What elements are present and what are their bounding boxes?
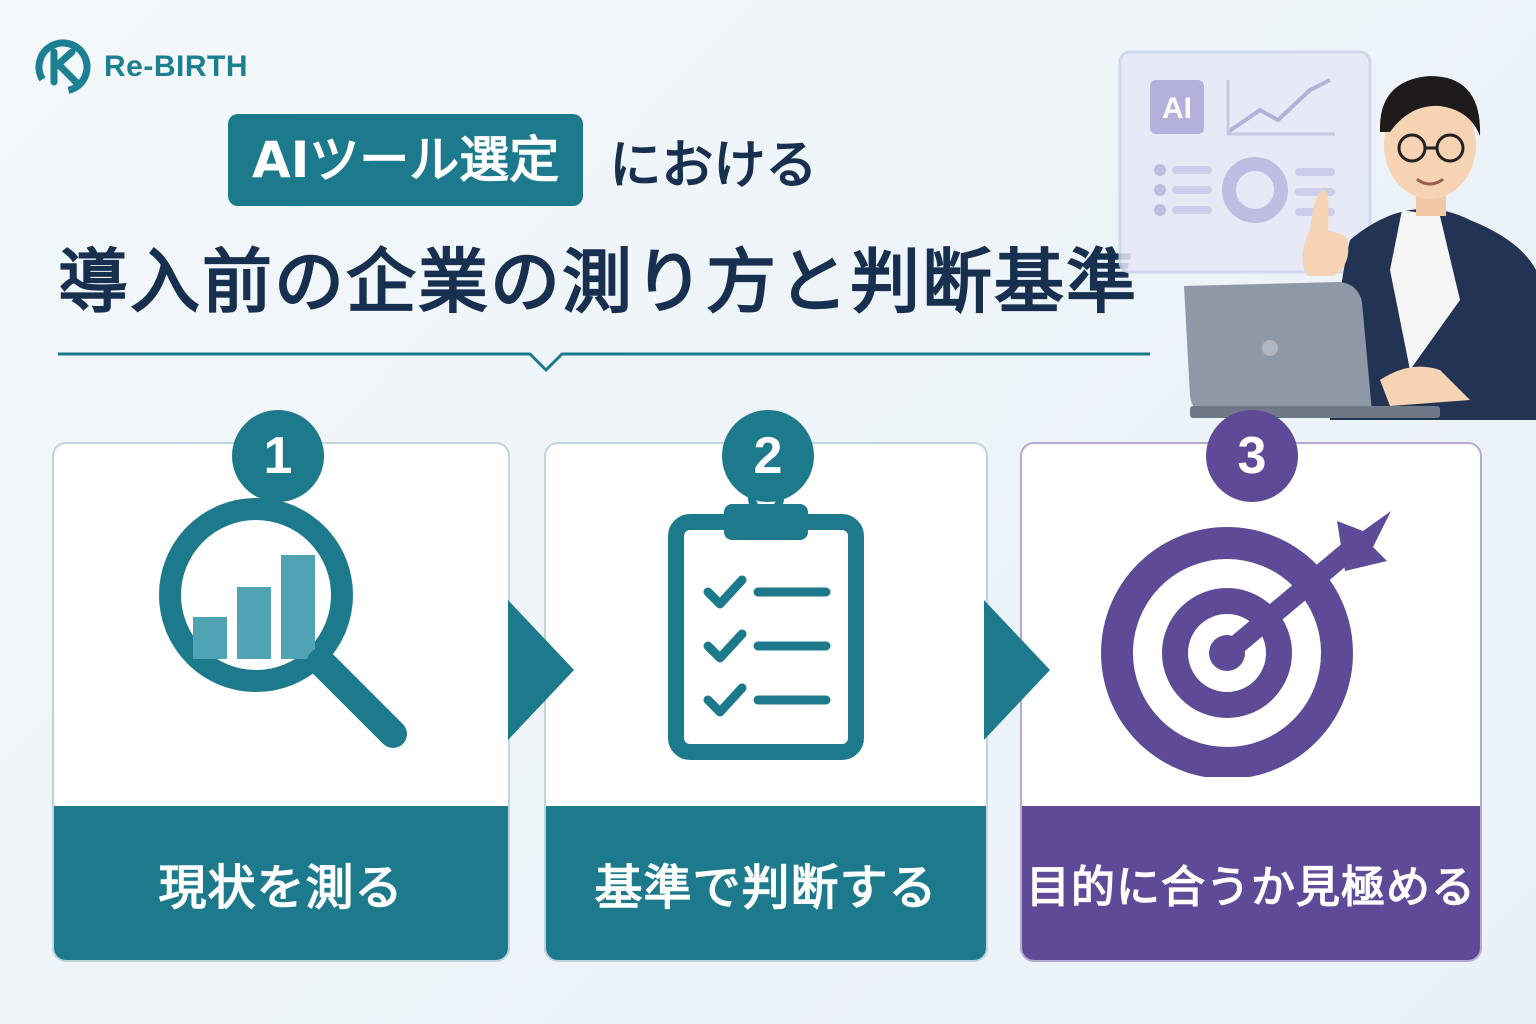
svg-text:AI: AI — [1162, 92, 1192, 125]
brand-name: Re-BIRTH — [104, 50, 248, 83]
title-suffix: における — [609, 135, 818, 196]
ai-dashboard-screen: AI — [1118, 50, 1372, 274]
target-arrow-icon — [1101, 511, 1391, 777]
title-divider — [58, 352, 1150, 373]
title-badge: AIツール選定 — [228, 114, 584, 206]
step-card-2: 基準で判断する — [544, 442, 988, 962]
step-number-2: 2 — [722, 410, 814, 502]
presenter-illustration: AI — [1118, 50, 1536, 420]
step-card-3: 目的に合うか見極める — [1020, 442, 1482, 962]
next-arrow-icon — [984, 600, 1050, 740]
magnifier-chart-icon — [159, 498, 407, 748]
step-label-1: 現状を測る — [54, 806, 508, 960]
step-number-3: 3 — [1206, 410, 1298, 502]
next-arrow-icon — [508, 600, 574, 740]
step-card-1: 現状を測る — [52, 442, 510, 962]
page-title: 導入前の企業の測り方と判断基準 — [58, 241, 1138, 323]
title-first-line: AIツール選定 における — [228, 114, 817, 206]
brand-mark-icon — [35, 39, 91, 95]
step-number-1: 1 — [232, 410, 324, 502]
clipboard-checklist-icon — [668, 482, 864, 760]
step-label-2: 基準で判断する — [546, 806, 986, 960]
brand-logo: Re-BIRTH — [32, 36, 248, 98]
step-label-3: 目的に合うか見極める — [1022, 806, 1480, 960]
